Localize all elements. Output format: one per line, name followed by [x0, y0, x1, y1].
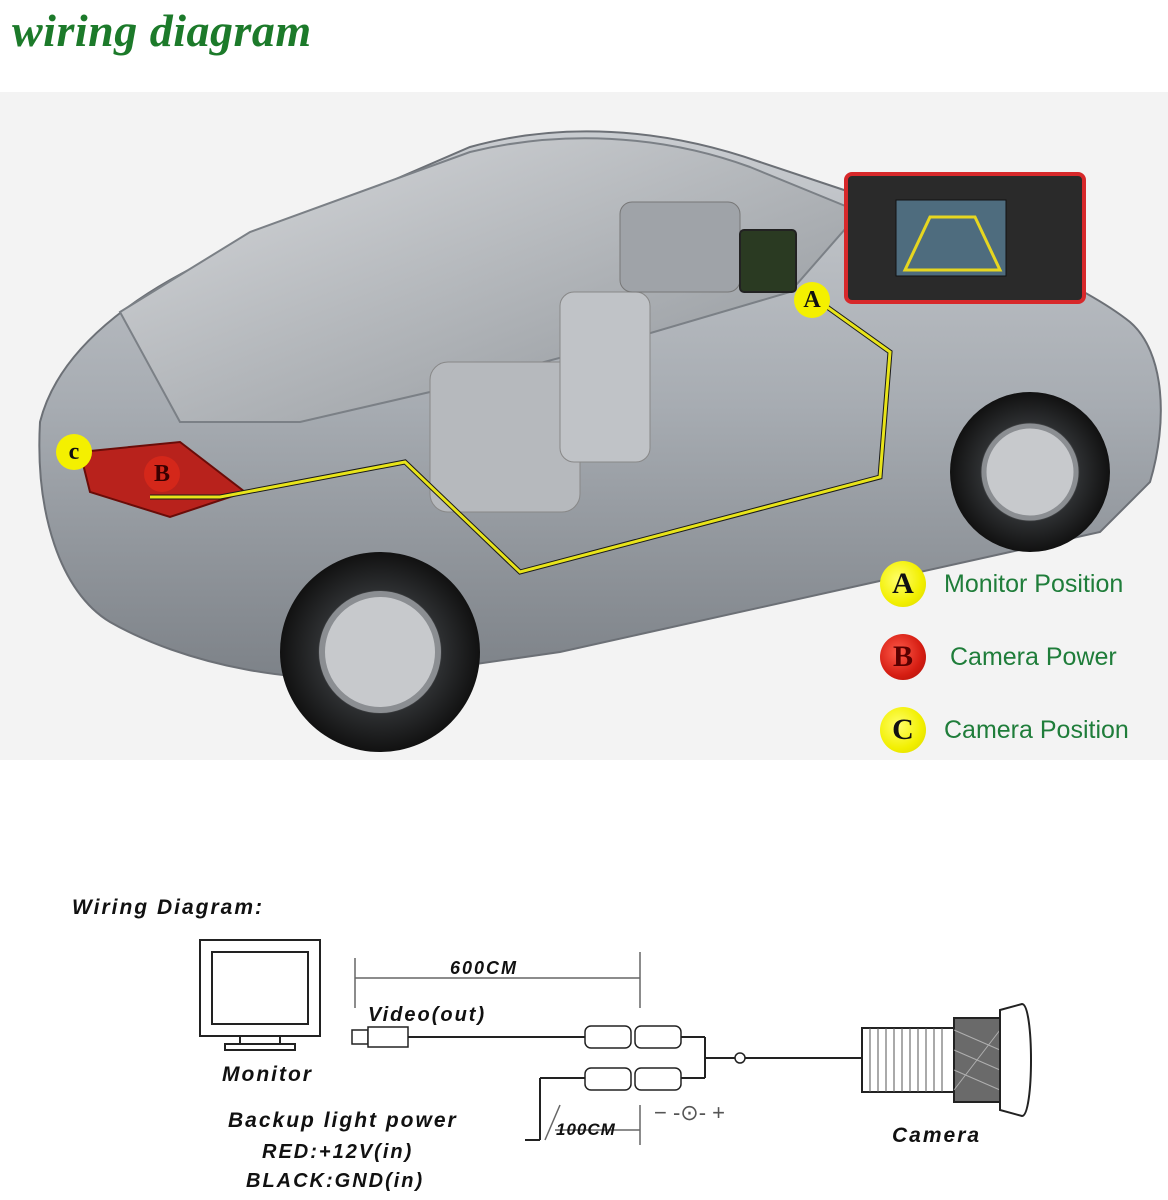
length-long-label: 600CM: [450, 958, 519, 978]
legend-item-monitor: A Monitor Position: [880, 561, 1123, 607]
marker-c: c: [56, 434, 92, 470]
marker-b: B: [144, 456, 180, 492]
camera-icon: [861, 1027, 955, 1093]
power-label: Backup light power: [228, 1109, 458, 1132]
camera-label: Camera: [892, 1124, 982, 1147]
video-label: Video(out): [368, 1004, 487, 1026]
car-drawing: [38, 130, 1162, 752]
legend-item-power: B Camera Power: [880, 634, 1117, 680]
legend-label-monitor: Monitor Position: [944, 569, 1124, 598]
dashboard: [619, 201, 741, 293]
wire-route: [150, 300, 892, 574]
rear-wheel: [280, 552, 480, 752]
legend-label-power: Camera Power: [950, 642, 1117, 671]
legend-badge-b: B: [880, 634, 926, 680]
monitor-label: Monitor: [222, 1063, 313, 1086]
in-car-monitor: [739, 229, 797, 293]
power-connector: [584, 1067, 632, 1091]
rear-seat: [429, 361, 581, 513]
black-wire-label: BLACK:GND(in): [246, 1170, 425, 1192]
car-illustration: A B c: [0, 92, 1168, 760]
marker-a: A: [794, 282, 830, 318]
length-short-label: 100CM: [556, 1120, 616, 1139]
video-connector: [584, 1025, 632, 1049]
legend-badge-a: A: [880, 561, 926, 607]
wiring-schematic: [199, 939, 1032, 1145]
polarity-label: − -⊙- +: [654, 1100, 726, 1125]
legend-label-camera: Camera Position: [944, 715, 1129, 744]
legend-item-camera: C Camera Position: [880, 707, 1129, 753]
front-wheel: [950, 392, 1110, 552]
head-unit-screen: [895, 199, 1007, 277]
red-wire-label: RED:+12V(in): [262, 1141, 414, 1163]
wiring-diagram-title: Wiring Diagram:: [72, 896, 264, 919]
front-seat: [559, 291, 651, 463]
page-title: wiring diagram: [12, 5, 312, 56]
legend-badge-c: C: [880, 707, 926, 753]
